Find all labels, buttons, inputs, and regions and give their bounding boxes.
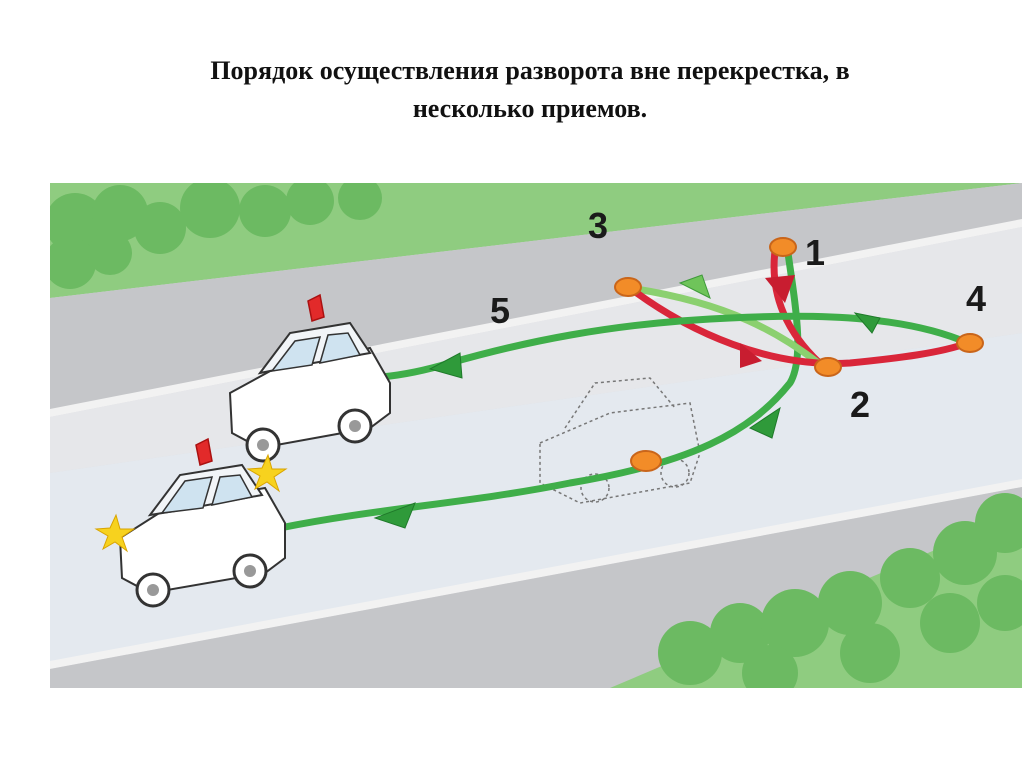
bottom-curb <box>50 479 1022 669</box>
title-line-2: несколько приемов. <box>412 94 648 123</box>
car-finished-icon <box>228 293 391 463</box>
step-label-3: 3 <box>588 205 608 246</box>
ghost-car-icon <box>539 377 701 504</box>
bottom-bushes <box>658 493 1022 688</box>
point-markers <box>614 237 984 472</box>
star-flash-icon <box>246 453 288 493</box>
point-4-icon <box>956 333 984 353</box>
point-3-icon <box>614 277 642 297</box>
star-flash-icon <box>94 513 136 553</box>
beacon-icon <box>307 293 325 322</box>
top-bushes <box>50 183 382 289</box>
step-label-5: 5 <box>490 290 510 331</box>
title-line-1: Порядок осуществления разворота вне пере… <box>210 56 850 85</box>
beacon-icon <box>195 437 213 466</box>
point-start-icon <box>630 450 662 472</box>
car-start-icon <box>94 437 288 608</box>
slide-title: Порядок осуществления разворота вне пере… <box>90 52 970 128</box>
u-turn-diagram: 1 2 3 4 5 <box>50 183 1022 688</box>
u-turn-illustration: 1 2 3 4 5 <box>50 183 1022 688</box>
lower-lane <box>50 333 1022 663</box>
step-label-1: 1 <box>805 232 825 273</box>
path-arrows <box>373 274 881 529</box>
point-2-icon <box>814 357 842 377</box>
step-label-2: 2 <box>850 384 870 425</box>
step-label-4: 4 <box>966 278 986 319</box>
point-1-icon <box>769 237 797 257</box>
